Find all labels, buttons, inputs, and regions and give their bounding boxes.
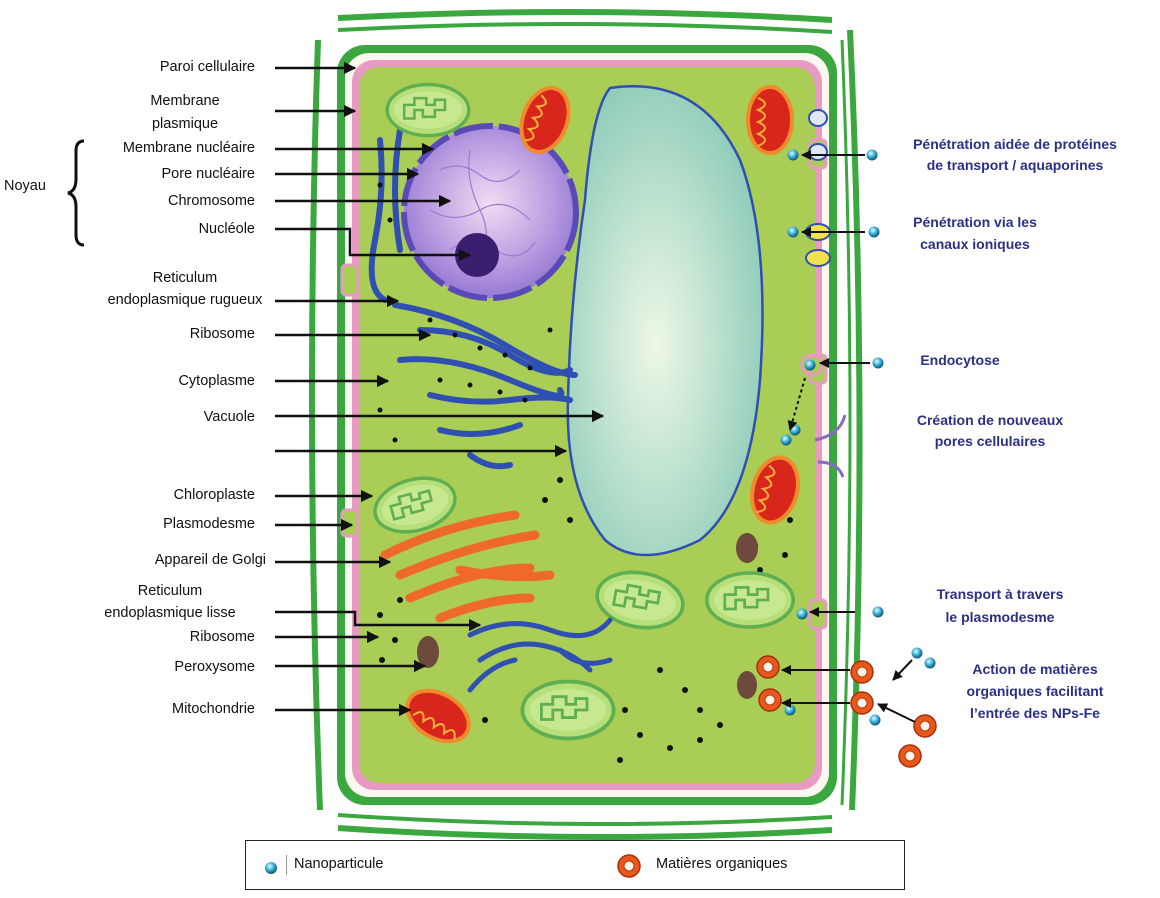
label-pore-nucleaire: Pore nucléaire: [162, 166, 256, 183]
label-membrane-plasmique-1: Membrane: [130, 93, 240, 110]
label-pores-2: pores cellulaires: [880, 431, 1100, 451]
label-canaux-1: Pénétration via les: [880, 212, 1070, 232]
noyau-brace: [68, 141, 84, 245]
label-chromosome: Chromosome: [168, 193, 255, 210]
legend-divider: [286, 855, 287, 875]
label-chloroplaste: Chloroplaste: [174, 487, 255, 504]
label-proteines-1: Pénétration aidée de protéines: [880, 134, 1150, 154]
label-noyau: Noyau: [4, 178, 46, 195]
label-matieres-2: organiques facilitant: [930, 681, 1140, 701]
label-ribosome-1: Ribosome: [190, 326, 255, 343]
label-nucleole: Nucléole: [199, 221, 255, 238]
vacuole: [568, 86, 763, 555]
nucleus: [404, 126, 576, 298]
label-mitochondrie: Mitochondrie: [172, 701, 255, 718]
label-matieres-3: l’entrée des NPs-Fe: [930, 703, 1140, 723]
label-endocytose: Endocytose: [900, 350, 1020, 370]
label-peroxysome: Peroxysome: [174, 659, 255, 676]
label-plasmodesme-2: le plasmodesme: [890, 607, 1110, 627]
label-matieres-1: Action de matières: [930, 659, 1140, 679]
label-rel-2: endoplasmique lisse: [90, 605, 250, 622]
label-vacuole: Vacuole: [204, 409, 255, 426]
legend-organic-label: Matières organiques: [656, 856, 787, 872]
label-rer-1: Reticulum: [100, 270, 270, 287]
label-rer-2: endoplasmique rugueux: [100, 292, 270, 309]
label-golgi: Appareil de Golgi: [155, 552, 266, 569]
label-pores-1: Création de nouveaux: [880, 410, 1100, 430]
organic-matter-icon: [616, 853, 642, 879]
label-plasmodesme: Plasmodesme: [163, 516, 255, 533]
label-plasmodesme-1: Transport à travers: [890, 584, 1110, 604]
label-proteines-2: de transport / aquaporines: [880, 155, 1150, 175]
label-cytoplasme: Cytoplasme: [178, 373, 255, 390]
label-rel-1: Reticulum: [90, 583, 250, 600]
label-canaux-2: canaux ioniques: [880, 234, 1070, 254]
label-paroi: Paroi cellulaire: [160, 59, 255, 76]
label-membrane-plasmique-2: plasmique: [130, 116, 240, 133]
nanoparticle-icon: [262, 859, 280, 877]
legend: Nanoparticule Matières organiques: [245, 840, 905, 890]
label-ribosome-2: Ribosome: [190, 629, 255, 646]
legend-nanoparticle-label: Nanoparticule: [294, 856, 383, 872]
label-membrane-nucleaire: Membrane nucléaire: [123, 140, 255, 157]
